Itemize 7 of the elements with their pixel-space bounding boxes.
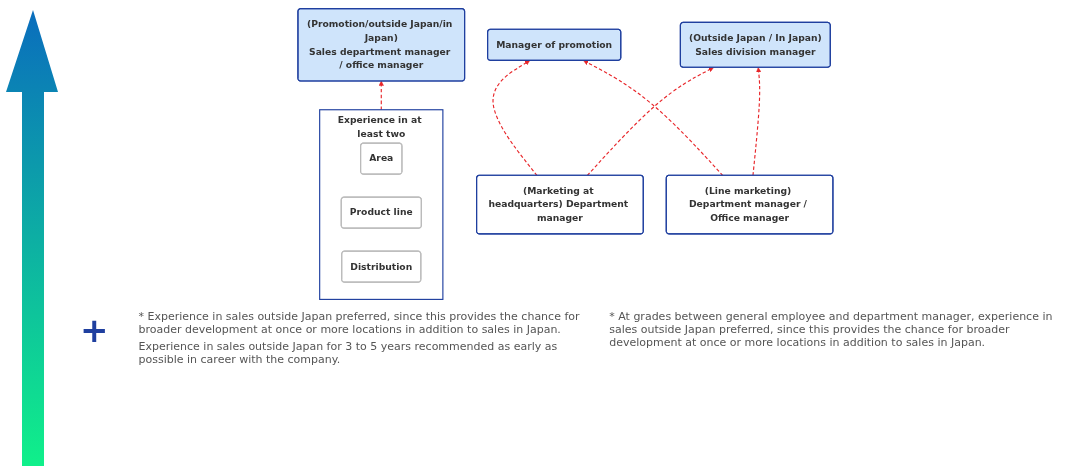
footnote: * Experience in sales outside Japan preferred, since this provides the chance for broader development at once or more locations in addition to sales in Japan. <box>138 310 581 336</box>
footnote: Experience in sales outside Japan for 3 to 5 years recommended as early as possible in career with the company. <box>138 340 559 366</box>
arrow <box>492 60 538 177</box>
arrow <box>751 67 761 177</box>
plus-sign: + <box>80 310 109 352</box>
arrow <box>378 80 384 111</box>
footnote: * At grades between general employee and department manager, experience in sales outside Japan preferred, since this provides the chance for broader development at once or more locations in addition to sales in Japan. <box>609 310 1054 349</box>
